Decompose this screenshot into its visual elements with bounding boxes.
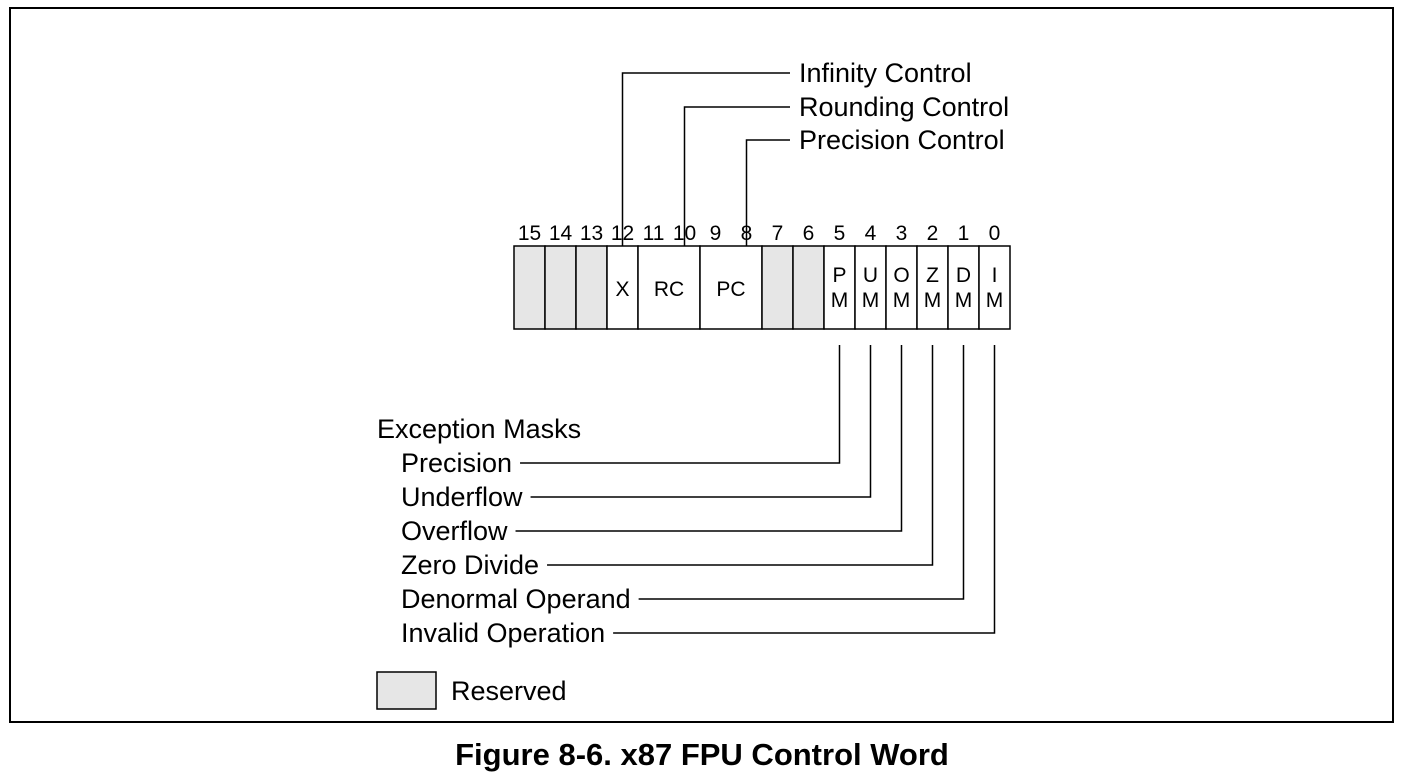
bit-number-5: 5 xyxy=(834,222,846,245)
legend-reserved-label: Reserved xyxy=(451,676,567,706)
field-im-label-1: M xyxy=(986,289,1004,312)
field-b14-box xyxy=(544,245,577,330)
field-im-label-0: I xyxy=(992,264,998,287)
upper-connector-0 xyxy=(621,72,790,246)
field-im-box xyxy=(978,245,1011,330)
field-um-label-0: U xyxy=(863,264,878,287)
field-um: UM xyxy=(854,245,887,330)
field-b15 xyxy=(513,245,546,330)
field-pm-label-0: P xyxy=(832,264,846,287)
figure-frame xyxy=(9,7,1394,723)
field-pc: PC xyxy=(699,245,763,330)
exception-label-1: Underflow xyxy=(401,482,523,512)
upper-label-2: Precision Control xyxy=(799,125,1005,155)
field-x: X xyxy=(606,245,639,330)
exception-masks-heading: Exception Masks xyxy=(377,414,581,444)
field-b7 xyxy=(761,245,794,330)
field-pm: PM xyxy=(823,245,856,330)
exception-connector-1 xyxy=(530,345,872,498)
bit-number-4: 4 xyxy=(865,222,877,245)
field-b13 xyxy=(575,245,608,330)
exception-label-3: Zero Divide xyxy=(401,550,539,580)
exception-masks: Exception Masks PrecisionUnderflowOverfl… xyxy=(377,414,631,648)
exception-connector-4 xyxy=(638,345,965,600)
connector-lines xyxy=(515,72,996,634)
field-om-label-0: O xyxy=(893,264,909,287)
bit-number-0: 0 xyxy=(989,222,1001,245)
exception-connector-3 xyxy=(547,345,934,566)
figure-caption: Figure 8-6. x87 FPU Control Word xyxy=(455,737,949,772)
field-om-box xyxy=(885,245,918,330)
field-zm: ZM xyxy=(916,245,949,330)
bit-number-14: 14 xyxy=(549,222,573,245)
field-dm-label-1: M xyxy=(955,289,973,312)
field-om-label-1: M xyxy=(893,289,911,312)
bit-number-15: 15 xyxy=(518,222,541,245)
field-x-label: X xyxy=(615,278,629,301)
exception-label-2: Overflow xyxy=(401,516,508,546)
field-rc-box xyxy=(637,245,701,330)
upper-label-1: Rounding Control xyxy=(799,92,1009,122)
field-im: IM xyxy=(978,245,1011,330)
bit-number-3: 3 xyxy=(896,222,908,245)
field-b13-box xyxy=(575,245,608,330)
exception-label-0: Precision xyxy=(401,448,512,478)
field-zm-label-1: M xyxy=(924,289,942,312)
field-pm-label-1: M xyxy=(831,289,849,312)
field-b6-box xyxy=(792,245,825,330)
bit-number-2: 2 xyxy=(927,222,939,245)
bit-number-12: 12 xyxy=(611,222,634,245)
field-rc-label: RC xyxy=(654,278,684,301)
bit-number-10: 10 xyxy=(673,222,696,245)
field-zm-box xyxy=(916,245,949,330)
field-dm: DM xyxy=(947,245,980,330)
field-om: OM xyxy=(885,245,918,330)
legend-reserved-swatch xyxy=(376,671,437,710)
exception-label-5: Invalid Operation xyxy=(401,618,605,648)
legend: Reserved xyxy=(376,671,567,710)
upper-connector-2 xyxy=(745,139,790,246)
bit-number-8: 8 xyxy=(741,222,753,245)
field-b6 xyxy=(792,245,825,330)
exception-connector-5 xyxy=(613,345,996,634)
field-b7-box xyxy=(761,245,794,330)
field-dm-label-0: D xyxy=(956,264,971,287)
exception-connector-2 xyxy=(515,345,903,532)
bit-number-6: 6 xyxy=(803,222,815,245)
field-b15-box xyxy=(513,245,546,330)
field-rc: RC xyxy=(637,245,701,330)
exception-connector-0 xyxy=(520,345,841,464)
field-pc-box xyxy=(699,245,763,330)
bit-number-7: 7 xyxy=(772,222,784,245)
bit-number-1: 1 xyxy=(958,222,970,245)
field-um-label-1: M xyxy=(862,289,880,312)
field-um-box xyxy=(854,245,887,330)
bit-number-9: 9 xyxy=(710,222,722,245)
field-b14 xyxy=(544,245,577,330)
bit-number-13: 13 xyxy=(580,222,603,245)
exception-label-4: Denormal Operand xyxy=(401,584,631,614)
field-zm-label-0: Z xyxy=(926,264,939,287)
bit-number-11: 11 xyxy=(643,222,665,245)
field-pc-label: PC xyxy=(716,278,745,301)
field-dm-box xyxy=(947,245,980,330)
upper-connector-1 xyxy=(683,106,790,246)
upper-label-0: Infinity Control xyxy=(799,58,972,88)
field-pm-box xyxy=(823,245,856,330)
